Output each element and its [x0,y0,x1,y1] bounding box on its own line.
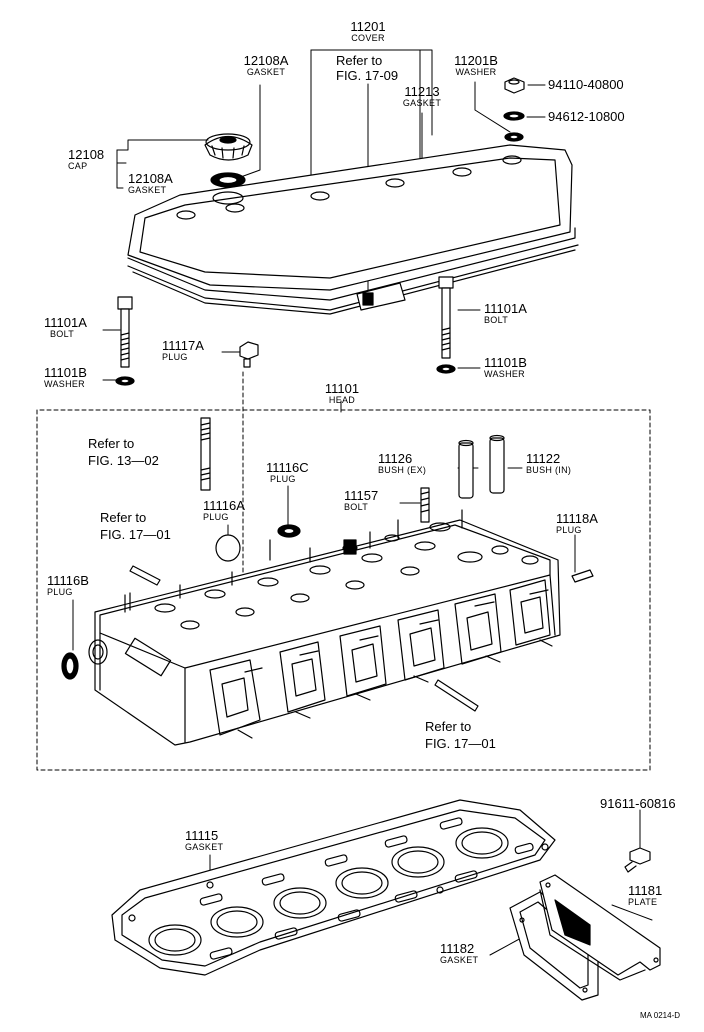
label-refer-17-01-lower-line1: Refer to [425,719,472,734]
label-bolt-11157-number: 11157 [344,488,379,503]
label-washer-11201b-name: WASHER [455,67,497,77]
label-plug-11116a-number: 11116A [203,498,245,513]
label-bolt-11101a-left-number: 11101A [44,315,87,330]
label-washer-94612: 94612-10800 [548,109,625,124]
left-bolt-drawing [115,296,135,386]
bolt-91611-drawing [624,847,651,873]
label-gasket-11213-name: GASKET [402,98,442,108]
label-head-name: HEAD [328,395,356,405]
label-plug-11118a-name: PLUG [556,525,582,535]
label-plug-11116a-name: PLUG [203,512,229,522]
label-gasket-12108a-lower-name: GASKET [128,185,167,195]
label-refer-13-02-line2: FIG. 13—02 [88,453,159,468]
label-cap-name: CAP [68,161,88,171]
label-plate-gasket-number: 11182 [440,941,475,956]
label-washer-11101b-left-number: 11101B [44,365,87,380]
cover-drawing [127,144,579,315]
plate-drawing [539,874,661,981]
label-cap-number: 12108 [68,147,105,162]
bush-drawing [458,434,505,499]
label-bush-in-name: BUSH (IN) [526,465,572,475]
label-cover-number: 11201 [350,19,386,34]
label-plug-11116b-number: 11116B [47,573,89,588]
studs-on-head [124,509,553,739]
label-bush-ex-name: BUSH (EX) [378,465,427,475]
label-bolt-11101a-right-name: BOLT [484,315,509,325]
label-plug-11117a-number: 11117A [162,338,204,353]
label-washer-11101b-left-name: WASHER [44,379,85,389]
plug-drawings [61,524,594,680]
label-plate-gasket-name: GASKET [440,955,479,965]
label-refer-17-01-lower-line2: FIG. 17—01 [425,736,496,751]
label-plug-11117a-name: PLUG [162,352,188,362]
bolt-11157-drawing [420,487,430,523]
label-washer-11201b-number: 11201B [454,53,498,68]
label-gasket-12108a-top-name: GASKET [246,67,286,77]
label-plate-number: 11181 [628,883,663,898]
plug-11117a-drawing [239,341,259,368]
label-plug-11116b-name: PLUG [47,587,73,597]
label-bush-ex-number: 11126 [378,451,413,466]
oil-cap-drawing [204,133,253,205]
label-gasket-11213-number: 11213 [404,84,440,99]
label-refer-17-09-line1: Refer to [336,53,383,68]
label-plug-11116c-number: 11116C [266,460,309,475]
label-head-gasket-name: GASKET [185,842,224,852]
label-nut-94110: 94110-40800 [548,77,624,92]
label-gasket-12108a-lower-number: 12108A [128,171,173,186]
label-plug-11116c-name: PLUG [270,474,296,484]
label-washer-11101b-right-name: WASHER [484,369,525,379]
label-bush-in-number: 11122 [526,451,561,466]
label-plate-name: PLATE [628,897,658,907]
nut-washer-drawing [503,77,525,142]
exhaust-stud-drawing [434,679,479,712]
label-bolt-11157-name: BOLT [344,502,369,512]
label-head-number: 11101 [324,381,360,396]
label-bolt-11101a-right-number: 11101A [484,301,527,316]
label-plug-11118a-number: 11118A [556,511,598,526]
label-refer-17-09-line2: FIG. 17-09 [336,68,399,83]
port-flanges [209,579,551,736]
label-head-gasket-number: 11115 [185,828,219,843]
head-gasket-drawing [111,799,556,976]
label-refer-17-01-upper-line2: FIG. 17—01 [100,527,171,542]
label-cover-name: COVER [351,33,385,43]
label-footnote: MA 0214-D [640,1011,681,1020]
label-gasket-12108a-top-number: 12108A [243,53,289,68]
cylinder-head-drawing [88,509,561,746]
label-washer-11101b-right-number: 11101B [484,355,527,370]
label-refer-17-01-upper-line1: Refer to [100,510,147,525]
label-bolt-11101a-left-name: BOLT [50,329,75,339]
head-boundary [36,371,651,771]
right-bolt-drawing [436,276,456,374]
label-refer-13-02-line1: Refer to [88,436,135,451]
top-deck-detail [154,522,539,630]
stud-drawing [200,417,211,491]
label-bolt-91611: 91611-60816 [600,796,676,811]
